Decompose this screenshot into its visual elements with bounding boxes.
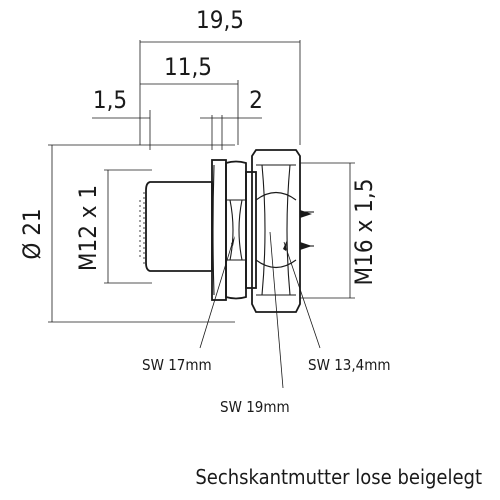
panel-gap: [245, 171, 257, 289]
connector-front-body: [139, 181, 213, 272]
hex-nut-sw134: [251, 149, 301, 313]
caption-loose-hex-nut: Sechskantmutter lose beigelegt: [195, 465, 482, 489]
dimension-lines: [48, 40, 355, 323]
dim-outer-diameter: Ø 21: [18, 208, 46, 259]
dim-body-length: 11,5: [164, 53, 212, 81]
dim-flange-offset: 1,5: [93, 86, 127, 114]
dim-nut-gap: 2: [249, 86, 263, 114]
dim-front-thread: M12 x 1: [74, 185, 102, 271]
leader-lines: [199, 231, 321, 389]
label-sw19: SW 19mm: [220, 398, 290, 416]
dim-overall-length: 19,5: [196, 6, 244, 34]
label-sw134: SW 13,4mm: [308, 356, 391, 374]
hex-flange-sw19: [225, 160, 247, 300]
connector-collar: [211, 159, 227, 301]
label-sw17: SW 17mm: [142, 356, 212, 374]
rear-thread-stub: [300, 210, 314, 250]
dim-rear-thread: M16 x 1,5: [350, 179, 378, 286]
